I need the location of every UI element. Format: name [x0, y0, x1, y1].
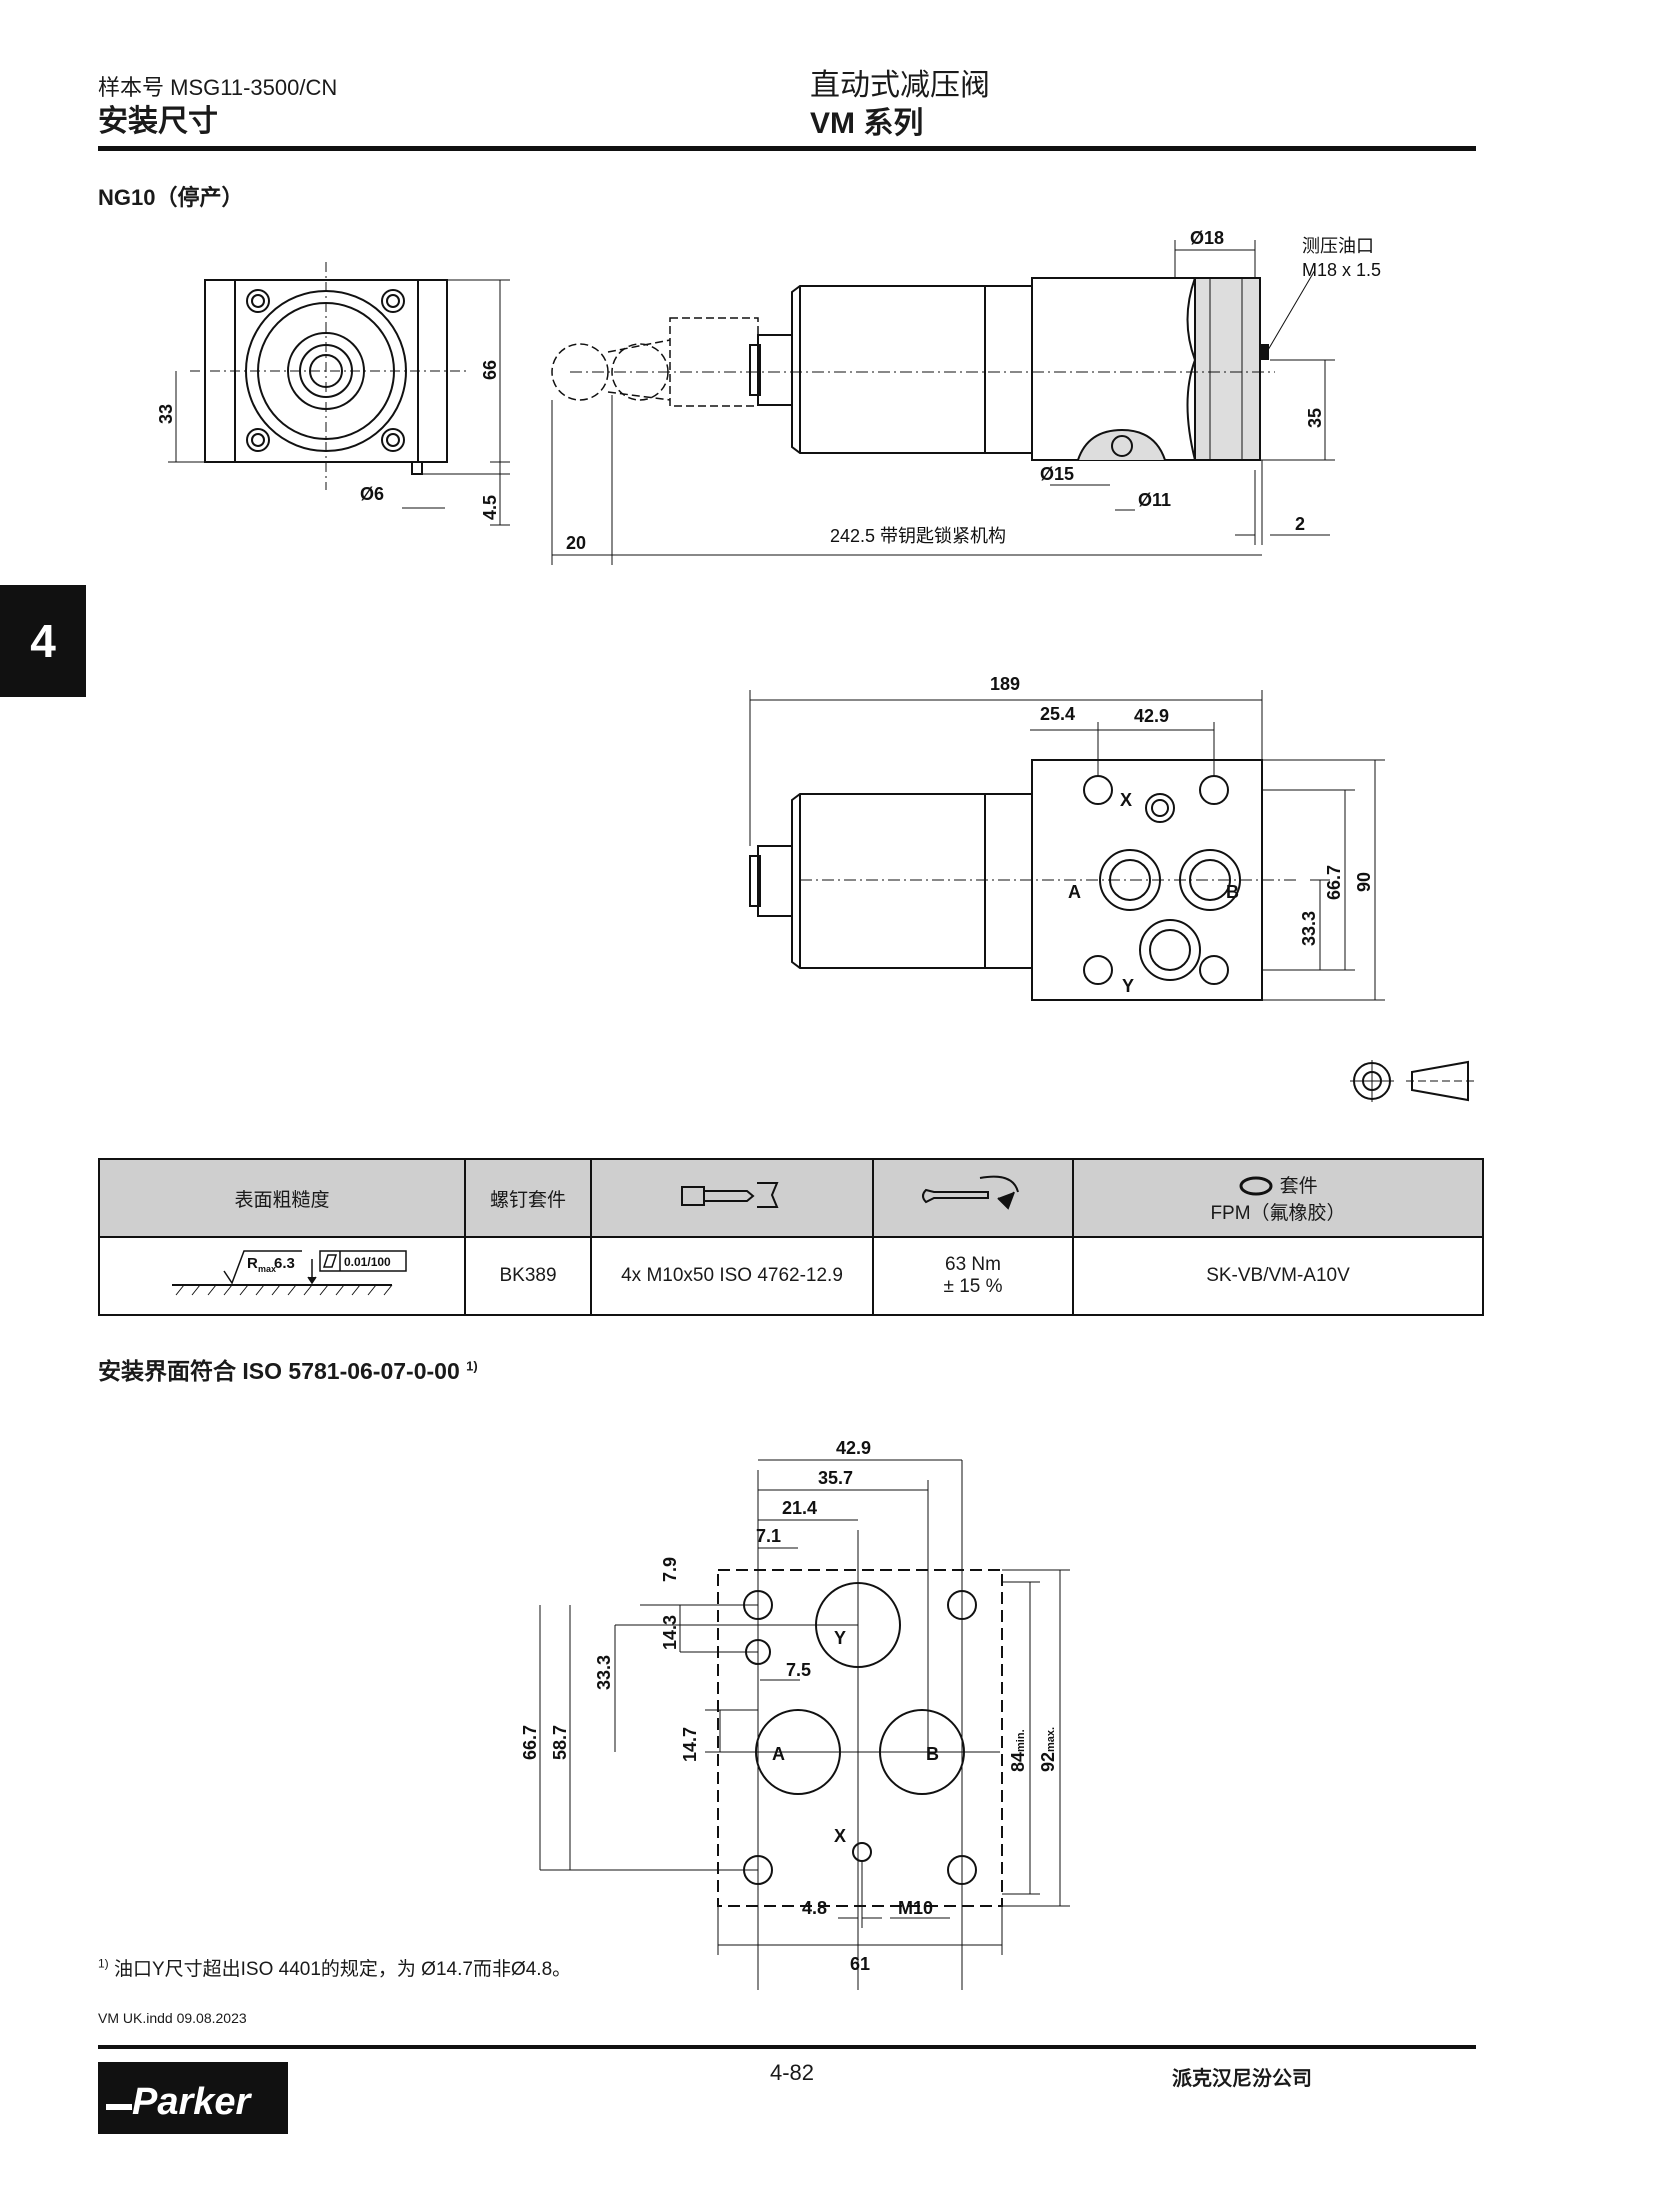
dim-4-5: 4.5: [480, 495, 500, 520]
roughness-symbol: R max 6.3 0.01/100: [98, 1236, 466, 1316]
header-torque-icon: [872, 1158, 1074, 1238]
length-note: 242.5 带钥匙锁紧机构: [830, 526, 1006, 546]
surface-roughness-icon: R max 6.3 0.01/100: [172, 1250, 407, 1296]
dim-7-5: 7.5: [786, 1660, 811, 1680]
header-rule: [98, 146, 1476, 151]
dim-14-7: 14.7: [680, 1727, 700, 1762]
torque-value: 63 Nm ± 15 %: [872, 1236, 1074, 1316]
dim-33: 33: [156, 404, 176, 424]
section-title: 安装尺寸: [98, 105, 218, 138]
projection-symbol: [1350, 1060, 1476, 1102]
drawing-side-view: 66 33 Ø6 4.5 Ø18 测压油口 M18 x 1.5 35 Ø15 Ø…: [156, 228, 1381, 565]
port-y-label: Y: [834, 1628, 846, 1648]
drawing-mounting-interface: 42.9 35.7 21.4 7.1 7.9 14.3 33.3 58.7 66…: [520, 1438, 1070, 1990]
top-view-housing: [791, 793, 1033, 969]
svg-text:Parker: Parker: [132, 2081, 253, 2123]
dim-14-3: 14.3: [660, 1615, 680, 1650]
port-a-label: A: [1068, 882, 1081, 902]
spec-table: 表面粗糙度 螺钉套件 套件: [98, 1158, 1484, 1316]
dim-42-9: 42.9: [1134, 706, 1169, 726]
company-name: 派克汉尼汾公司: [1172, 2068, 1312, 2090]
parker-logo[interactable]: Parker: [98, 2062, 288, 2134]
header-roughness: 表面粗糙度: [98, 1158, 466, 1238]
dim-33-3: 33.3: [1299, 911, 1319, 946]
gauge-port-thread: M18 x 1.5: [1302, 260, 1381, 280]
side-view-housing: [791, 285, 1033, 454]
svg-text:R: R: [247, 1255, 258, 1272]
dim-90: 90: [1354, 872, 1374, 892]
dim-35-7: 35.7: [818, 1468, 853, 1488]
dim-25-4: 25.4: [1040, 704, 1075, 724]
header-screw-kit: 螺钉套件: [464, 1158, 592, 1238]
dim-66-7: 66.7: [520, 1725, 540, 1760]
interface-outline: [717, 1569, 1003, 1907]
svg-text:6.3: 6.3: [274, 1255, 295, 1272]
footer-rule: [98, 2045, 1476, 2049]
catalog-number: 样本号 MSG11-3500/CN: [98, 75, 338, 100]
file-info: VM UK.indd 09.08.2023: [98, 2010, 247, 2026]
product-title: 直动式减压阀: [810, 69, 990, 102]
dim-66: 66: [480, 360, 500, 380]
dim-m10: M10: [898, 1898, 933, 1918]
dim-58-7: 58.7: [550, 1725, 570, 1760]
dim-d11: Ø11: [1138, 490, 1171, 510]
port-x-label: X: [834, 1826, 846, 1846]
port-a-label: A: [772, 1744, 785, 1764]
dim-7-1: 7.1: [756, 1526, 781, 1546]
dim-42-9: 42.9: [836, 1438, 871, 1458]
screws-value: 4x M10x50 ISO 4762-12.9: [590, 1236, 874, 1316]
dim-7-9: 7.9: [660, 1557, 680, 1582]
screw-icon: [681, 1182, 779, 1208]
dim-35: 35: [1305, 408, 1325, 428]
dim-4-8: 4.8: [802, 1898, 827, 1918]
o-ring-icon: [1239, 1176, 1273, 1196]
dim-d18: Ø18: [1190, 228, 1224, 248]
header-screws-icon: [590, 1158, 874, 1238]
port-b-label: B: [1226, 882, 1239, 902]
chapter-tab[interactable]: 4: [0, 585, 86, 697]
gauge-port-label: 测压油口: [1302, 236, 1374, 256]
header-seal-kit: 套件 FPM（氟橡胶）: [1072, 1158, 1484, 1238]
drawing-top-view: 189 25.4 42.9 90 66.7 33.3 X A B Y: [749, 674, 1385, 1001]
dim-33-3: 33.3: [594, 1655, 614, 1690]
variant-title: NG10（停产）: [98, 185, 244, 210]
dim-61: 61: [850, 1954, 870, 1974]
iso-interface-title: 安装界面符合 ISO 5781-06-07-0-00 1): [98, 1358, 478, 1384]
dim-d15: Ø15: [1040, 464, 1074, 484]
torque-wrench-icon: [922, 1175, 1019, 1210]
dim-20: 20: [566, 533, 586, 553]
port-x-circle: [852, 1842, 872, 1862]
page-number: 4-82: [770, 2060, 815, 2085]
dim-92-max: 92max.: [1038, 1727, 1058, 1772]
dim-84-min: 84min.: [1008, 1729, 1028, 1772]
seal-kit-value: SK-VB/VM-A10V: [1072, 1236, 1484, 1316]
dim-2: 2: [1295, 514, 1305, 534]
dim-21-4: 21.4: [782, 1498, 817, 1518]
footnote: 1) 油口Y尺寸超出ISO 4401的规定，为 Ø14.7而非Ø4.8。: [98, 1956, 572, 1980]
port-y-label: Y: [1122, 976, 1134, 996]
svg-text:max: max: [258, 1264, 276, 1274]
port-x-label: X: [1120, 790, 1132, 810]
seal-material: FPM（氟橡胶）: [1210, 1203, 1346, 1225]
svg-text:0.01/100: 0.01/100: [344, 1255, 391, 1269]
dim-66-7: 66.7: [1324, 865, 1344, 900]
series-title: VM 系列: [810, 107, 924, 140]
port-b-label: B: [926, 1744, 939, 1764]
screw-kit-value: BK389: [464, 1236, 592, 1316]
dim-189: 189: [990, 674, 1020, 694]
dim-d6: Ø6: [360, 484, 384, 504]
